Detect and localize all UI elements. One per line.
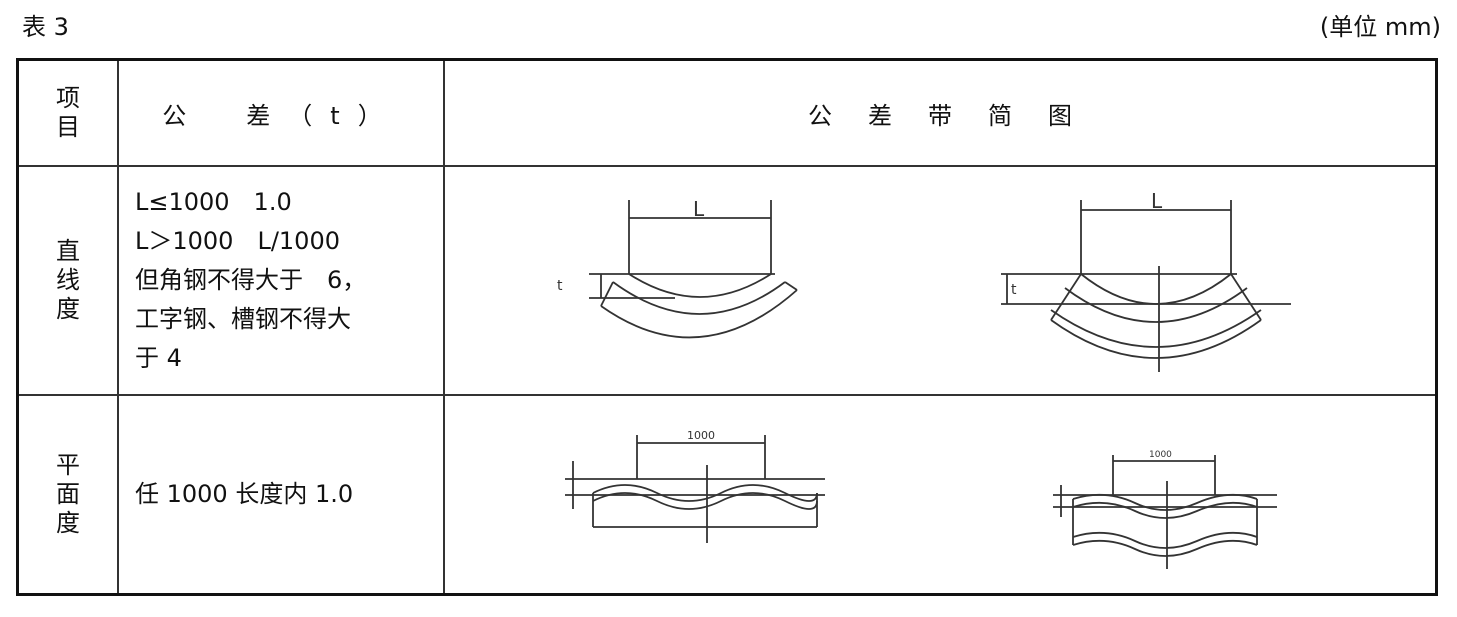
- header-tolerance-text: 公 差（t）: [162, 101, 400, 130]
- tolerance-line: L≤1000 1.0: [135, 188, 292, 217]
- straightness-diagram: L L t t: [557, 189, 1291, 372]
- right-tolerance-label: t: [1011, 282, 1017, 298]
- flatness-diagram: 1000 1000: [565, 429, 1277, 569]
- left-tolerance-label: t: [557, 278, 563, 294]
- header-item: 项目: [16, 58, 119, 168]
- row-item-flatness: 平面度: [55, 451, 80, 538]
- right-dimension-label: L: [1151, 189, 1163, 213]
- header-diagram: 公差带简图: [443, 58, 1438, 168]
- row-diagram-cell: L L t t: [443, 165, 1438, 397]
- header-row: 项目 公 差（t） 公差带简图: [16, 58, 1438, 168]
- table-label: 表 3: [22, 13, 69, 41]
- row-diagram-cell: 1000 1000: [443, 394, 1438, 596]
- table-row-straightness: 直线度 L≤1000 1.0 L＞1000 L/1000 但角钢不得大于 6， …: [16, 165, 1438, 397]
- header-tolerance: 公 差（t）: [117, 58, 445, 168]
- tolerance-line: 任 1000 长度内 1.0: [135, 480, 354, 509]
- header-item-text: 项目: [55, 84, 80, 142]
- row-item-straightness: 直线度: [55, 237, 80, 324]
- left-length-label: 1000: [687, 429, 715, 442]
- tolerance-table: 项目 公 差（t） 公差带简图 直线度 L≤1000 1.0 L＞1000 L/…: [16, 58, 1438, 596]
- row-tolerance-cell: 任 1000 长度内 1.0: [117, 394, 445, 596]
- row-item-cell: 直线度: [16, 165, 119, 397]
- tolerance-line: 工字钢、槽钢不得大: [135, 305, 351, 334]
- header-diagram-text: 公差带简图: [808, 101, 1108, 130]
- unit-note: (单位 mm): [1319, 13, 1441, 41]
- tolerance-line: 但角钢不得大于 6，: [135, 266, 367, 295]
- tolerance-line: 于 4: [135, 344, 182, 373]
- tolerance-line: L＞1000 L/1000: [135, 227, 340, 256]
- right-length-label: 1000: [1149, 450, 1172, 460]
- row-item-cell: 平面度: [16, 394, 119, 596]
- left-dimension-label: L: [693, 197, 705, 221]
- row-tolerance-cell: L≤1000 1.0 L＞1000 L/1000 但角钢不得大于 6， 工字钢、…: [117, 165, 445, 397]
- table-row-flatness: 平面度 任 1000 长度内 1.0: [16, 394, 1438, 596]
